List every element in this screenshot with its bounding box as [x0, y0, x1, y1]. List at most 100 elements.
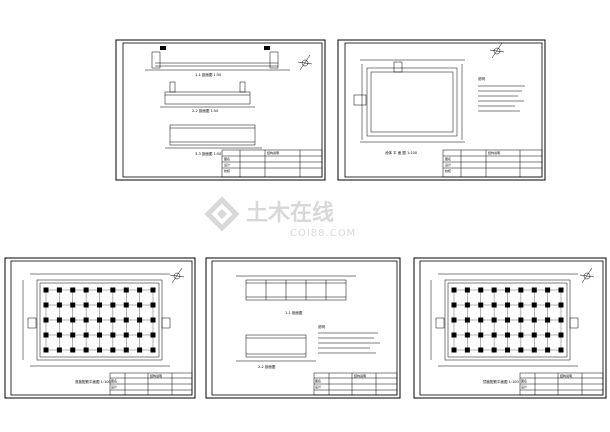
column-marker — [70, 347, 76, 353]
sheet-3-column-grid — [43, 287, 156, 353]
column-marker — [56, 317, 62, 323]
column-marker — [478, 332, 484, 338]
label-notes-4: 说明 — [318, 324, 326, 329]
column-marker — [505, 287, 510, 293]
column-marker — [56, 287, 62, 293]
column-marker — [123, 302, 129, 308]
column-marker — [123, 317, 129, 323]
column-marker — [137, 332, 143, 338]
sheet-3-north-arrow — [169, 267, 185, 284]
sheet-5[interactable]: 结构说明 图名 设计 顶板配筋平面图 1:100 — [413, 257, 607, 399]
column-marker — [70, 332, 76, 338]
column-marker — [545, 332, 551, 338]
column-marker — [97, 302, 102, 308]
sheet-5-north-arrow — [579, 267, 595, 284]
column-marker — [518, 302, 524, 308]
column-marker — [451, 317, 457, 323]
label-plan: 池体 平 面 图 1:100 — [385, 150, 417, 155]
sheet-2-title-block: 结构说明 图名 设计 校核 — [442, 149, 543, 178]
column-marker — [97, 287, 102, 293]
label-1-1: 1-1 剖面图 1:50 — [195, 72, 221, 77]
column-marker — [558, 317, 564, 323]
watermark: 土木在线 COI88.COM — [204, 196, 355, 239]
column-marker — [491, 317, 497, 323]
column-marker — [558, 332, 564, 338]
column-marker — [150, 332, 156, 338]
column-marker — [97, 332, 102, 338]
column-marker — [478, 317, 484, 323]
column-marker — [150, 347, 156, 353]
column-marker — [531, 287, 537, 293]
tb3-design: 设计 — [111, 384, 117, 389]
column-marker — [137, 302, 143, 308]
column-marker — [531, 347, 537, 353]
column-marker — [110, 347, 116, 353]
column-marker — [491, 287, 497, 293]
column-marker — [70, 287, 76, 293]
column-marker — [43, 347, 49, 353]
column-marker — [505, 317, 510, 323]
sheet-2-north-arrow — [489, 42, 505, 59]
column-marker — [43, 287, 49, 293]
column-marker — [558, 347, 564, 353]
label-floor-plan: 底板配筋平面图 1:100 — [75, 379, 111, 384]
sheet-1-section-1: 1-1 剖面图 1:50 — [145, 46, 290, 77]
sheet-2[interactable]: 结构说明 图名 设计 校核 池体 平 面 图 1:100 说明 — [337, 39, 546, 181]
tb5-title: 结构说明 — [560, 373, 572, 378]
column-marker — [110, 287, 116, 293]
column-marker — [491, 347, 497, 353]
column-marker — [43, 302, 49, 308]
column-marker — [491, 302, 497, 308]
watermark-logo — [204, 196, 240, 232]
column-marker — [110, 317, 116, 323]
column-marker — [464, 347, 470, 353]
label-3-3: 3-3 剖面图 1:50 — [195, 151, 221, 156]
sheet-3[interactable]: 结构说明 图名 设计 底板配筋平面图 1:100 — [4, 257, 196, 399]
tb2-title: 结构说明 — [488, 150, 500, 155]
sheet-1-north-arrow — [297, 54, 313, 71]
column-marker — [83, 302, 89, 308]
column-marker — [451, 302, 457, 308]
column-marker — [56, 332, 62, 338]
tb4-name: 图名 — [315, 378, 321, 383]
column-marker — [150, 317, 156, 323]
column-marker — [451, 332, 457, 338]
tb1-design: 设计 — [224, 162, 230, 167]
column-marker — [451, 347, 457, 353]
column-marker — [137, 317, 143, 323]
column-marker — [558, 302, 564, 308]
label-2-2: 2-2 剖面图 1:50 — [192, 108, 218, 113]
column-marker — [70, 317, 76, 323]
column-marker — [531, 332, 537, 338]
column-marker — [83, 317, 89, 323]
column-marker — [531, 317, 537, 323]
column-marker — [518, 347, 524, 353]
column-marker — [545, 347, 551, 353]
column-marker — [478, 302, 484, 308]
sheet-1[interactable]: 结构说明 图名 设计 校核 1-1 剖面图 1:50 2-2 剖面图 1:50 — [115, 39, 326, 181]
tb1-title: 结构说明 — [267, 150, 279, 155]
column-marker — [464, 302, 470, 308]
sheet-2-notes: 说明 — [478, 76, 525, 112]
column-marker — [464, 332, 470, 338]
watermark-text-cn: 土木在线 — [246, 200, 334, 226]
column-marker — [464, 287, 470, 293]
column-marker — [491, 332, 497, 338]
sheet-4-section-1: 1-1 剖面图 — [236, 275, 356, 315]
column-marker — [518, 332, 524, 338]
tb1-check: 校核 — [224, 168, 230, 173]
column-marker — [558, 287, 564, 293]
column-marker — [150, 287, 156, 293]
column-marker — [464, 317, 470, 323]
column-marker — [545, 317, 551, 323]
sheet-5-title-block: 结构说明 图名 设计 — [519, 372, 604, 396]
sheet-1-section-3: 3-3 剖面图 1:50 — [165, 124, 262, 156]
column-marker — [123, 287, 129, 293]
sheet-4[interactable]: 结构说明 图名 设计 1-1 剖面图 2-2 剖面图 说明 — [205, 257, 401, 399]
column-marker — [505, 332, 510, 338]
tb4-design: 设计 — [315, 384, 321, 389]
label-sec-2: 2-2 剖面图 — [258, 364, 276, 369]
tb4-title: 结构说明 — [354, 373, 366, 378]
tb2-design: 设计 — [445, 162, 451, 167]
tb5-name: 图名 — [521, 378, 527, 383]
